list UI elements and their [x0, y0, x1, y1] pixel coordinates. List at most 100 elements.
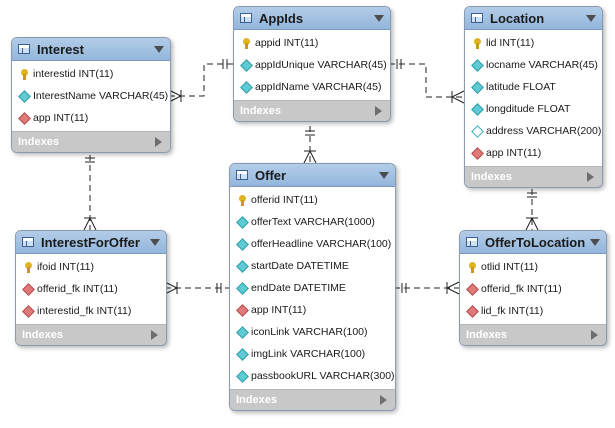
indexes-section[interactable]: Indexes — [16, 324, 166, 345]
table-header[interactable]: Interest — [12, 38, 170, 61]
relationship-location-appids — [389, 59, 465, 104]
indexes-label: Indexes — [471, 171, 512, 183]
column-row[interactable]: interestid INT(11) — [12, 63, 170, 85]
column-row[interactable]: offerid INT(11) — [230, 189, 395, 211]
column-row[interactable]: lid_fk INT(11) — [460, 300, 606, 322]
column-row[interactable]: lid INT(11) — [465, 32, 602, 54]
column-row[interactable]: otlid INT(11) — [460, 256, 606, 278]
column-icon — [235, 259, 249, 273]
foreign-key-icon — [470, 146, 484, 160]
indexes-section[interactable]: Indexes — [234, 100, 390, 121]
column-label: offerHeadline VARCHAR(100) — [251, 238, 392, 250]
column-row[interactable]: address VARCHAR(200) — [465, 120, 602, 142]
column-label: imgLink VARCHAR(100) — [251, 348, 366, 360]
expand-arrow-icon[interactable] — [380, 395, 387, 405]
column-label: offerid_fk INT(11) — [481, 283, 562, 295]
column-label: longditude FLOAT — [486, 103, 571, 115]
column-row[interactable]: app INT(11) — [465, 142, 602, 164]
foreign-key-icon — [465, 282, 479, 296]
expand-arrow-icon[interactable] — [591, 330, 598, 340]
chevron-down-icon[interactable] — [154, 45, 164, 53]
relationship-interestforoffer-interest — [83, 155, 97, 231]
column-label: startDate DATETIME — [251, 260, 349, 272]
column-row[interactable]: appid INT(11) — [234, 32, 390, 54]
chevron-down-icon[interactable] — [150, 238, 160, 246]
chevron-down-icon[interactable] — [374, 14, 384, 22]
column-label: interestid INT(11) — [33, 68, 114, 80]
column-row[interactable]: passbookURL VARCHAR(300) — [230, 365, 395, 387]
table-icon — [471, 13, 483, 23]
table-location[interactable]: Location lid INT(11)locname VARCHAR(45)l… — [464, 6, 603, 188]
column-label: offerid INT(11) — [251, 194, 318, 206]
column-row[interactable]: app INT(11) — [230, 299, 395, 321]
indexes-section[interactable]: Indexes — [12, 131, 170, 152]
indexes-section[interactable]: Indexes — [230, 389, 395, 410]
column-row[interactable]: offerText VARCHAR(1000) — [230, 211, 395, 233]
column-label: otlid INT(11) — [481, 261, 538, 273]
column-row[interactable]: app INT(11) — [12, 107, 170, 129]
column-label: app INT(11) — [33, 112, 89, 124]
table-header[interactable]: InterestForOffer — [16, 231, 166, 254]
table-interest[interactable]: Interest interestid INT(11) InterestName … — [11, 37, 171, 153]
table-header[interactable]: Location — [465, 7, 602, 30]
column-row[interactable]: startDate DATETIME — [230, 255, 395, 277]
expand-arrow-icon[interactable] — [587, 172, 594, 182]
indexes-label: Indexes — [466, 329, 507, 341]
indexes-section[interactable]: Indexes — [465, 166, 602, 187]
column-label: ifoid INT(11) — [37, 261, 94, 273]
table-title: Interest — [37, 41, 84, 57]
expand-arrow-icon[interactable] — [375, 106, 382, 116]
column-label: endDate DATETIME — [251, 282, 346, 294]
table-title: OfferToLocation — [485, 234, 586, 250]
table-offer[interactable]: Offer offerid INT(11) offerText VARCHAR(1… — [229, 163, 396, 411]
column-row[interactable]: ifoid INT(11) — [16, 256, 166, 278]
table-header[interactable]: Offer — [230, 164, 395, 187]
indexes-section[interactable]: Indexes — [460, 324, 606, 345]
column-row[interactable]: offerid_fk INT(11) — [16, 278, 166, 300]
column-icon — [239, 80, 253, 94]
column-icon — [235, 347, 249, 361]
column-row[interactable]: offerHeadline VARCHAR(100) — [230, 233, 395, 255]
table-interestforoffer[interactable]: InterestForOffer ifoid INT(11) offerid_fk… — [15, 230, 167, 346]
column-label: app INT(11) — [486, 147, 542, 159]
foreign-key-icon — [465, 304, 479, 318]
column-row[interactable]: imgLink VARCHAR(100) — [230, 343, 395, 365]
primary-key-icon — [22, 261, 34, 273]
column-icon — [235, 369, 249, 383]
column-row[interactable]: InterestName VARCHAR(45) — [12, 85, 170, 107]
chevron-down-icon[interactable] — [590, 238, 600, 246]
column-label: appIdUnique VARCHAR(45) — [255, 59, 387, 71]
indexes-label: Indexes — [240, 105, 281, 117]
expand-arrow-icon[interactable] — [155, 137, 162, 147]
column-row[interactable]: iconLink VARCHAR(100) — [230, 321, 395, 343]
column-label: interestid_fk INT(11) — [37, 305, 132, 317]
column-label: app INT(11) — [251, 304, 307, 316]
column-row[interactable]: appIdName VARCHAR(45) — [234, 76, 390, 98]
column-row[interactable]: interestid_fk INT(11) — [16, 300, 166, 322]
column-label: passbookURL VARCHAR(300) — [251, 370, 395, 382]
relationship-interest-appids — [168, 59, 233, 103]
column-row[interactable]: longditude FLOAT — [465, 98, 602, 120]
column-row[interactable]: appIdUnique VARCHAR(45) — [234, 54, 390, 76]
table-header[interactable]: OfferToLocation — [460, 231, 606, 254]
column-list: offerid INT(11) offerText VARCHAR(1000) of… — [230, 187, 395, 389]
primary-key-icon — [466, 261, 478, 273]
table-appids[interactable]: AppIds appid INT(11) appIdUnique VARCHAR(… — [233, 6, 391, 122]
column-icon — [470, 58, 484, 72]
column-row[interactable]: locname VARCHAR(45) — [465, 54, 602, 76]
column-row[interactable]: offerid_fk INT(11) — [460, 278, 606, 300]
relationship-offertolocation-location — [525, 189, 539, 231]
table-header[interactable]: AppIds — [234, 7, 390, 30]
column-icon — [235, 325, 249, 339]
column-row[interactable]: endDate DATETIME — [230, 277, 395, 299]
table-offertolocation[interactable]: OfferToLocation otlid INT(11) offerid_fk … — [459, 230, 607, 346]
table-icon — [466, 237, 478, 247]
chevron-down-icon[interactable] — [586, 14, 596, 22]
column-icon — [470, 80, 484, 94]
chevron-down-icon[interactable] — [379, 171, 389, 179]
expand-arrow-icon[interactable] — [151, 330, 158, 340]
primary-key-icon — [236, 194, 248, 206]
table-title: Offer — [255, 167, 287, 183]
column-row[interactable]: latitude FLOAT — [465, 76, 602, 98]
